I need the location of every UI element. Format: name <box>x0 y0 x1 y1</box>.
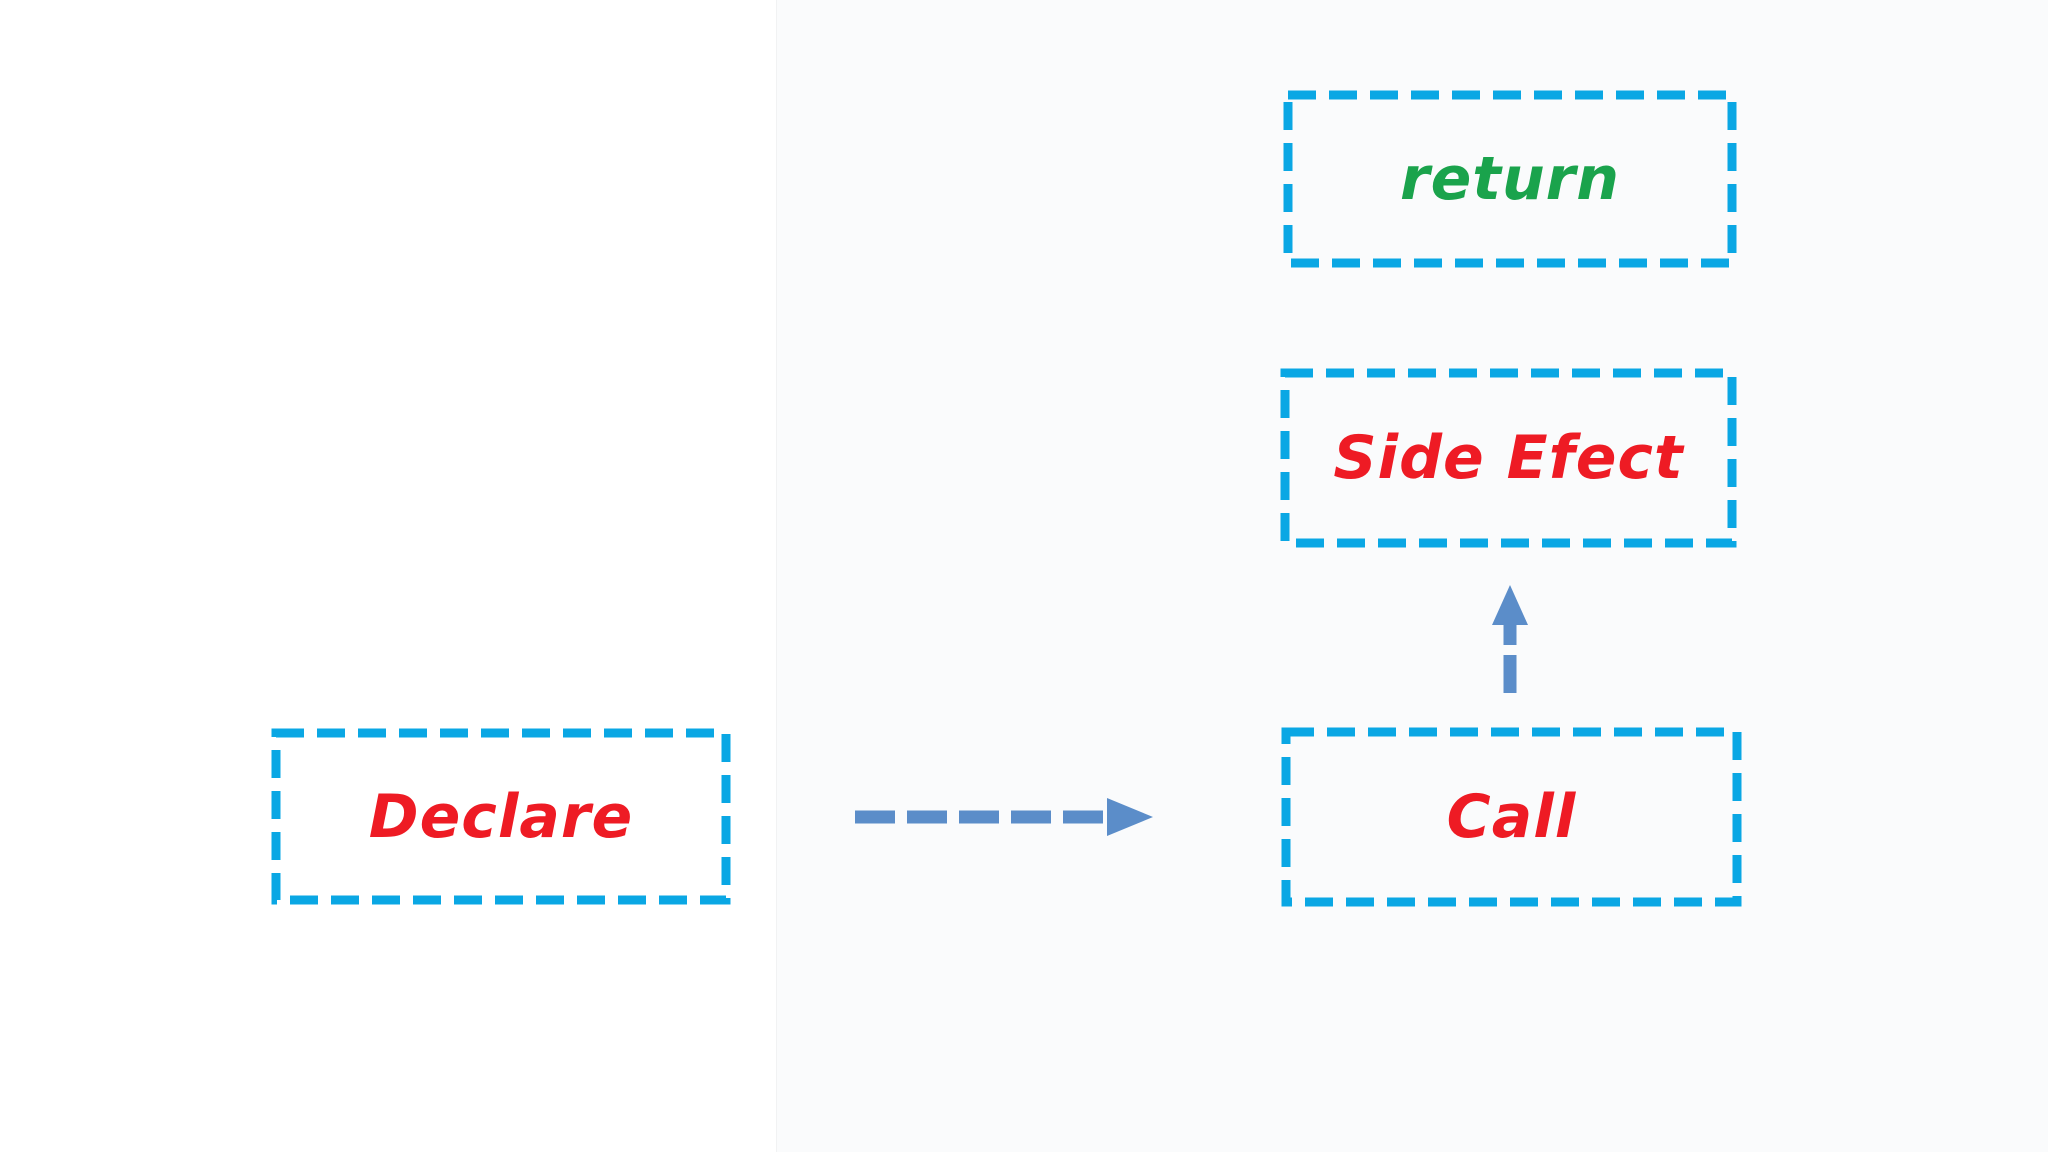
box-rect <box>271 728 731 905</box>
node-return: return <box>1283 90 1737 268</box>
box-rect <box>1283 90 1737 268</box>
arrow-dash <box>1503 655 1517 693</box>
node-side-effect: Side Efect <box>1280 368 1737 548</box>
dashed-box-border <box>271 728 731 905</box>
arrow-dash <box>1063 810 1103 824</box>
background-panel <box>776 0 2048 1152</box>
dashed-box-border <box>1280 368 1737 548</box>
dashed-box-border <box>1281 727 1742 907</box>
node-declare-label: Declare <box>368 781 634 852</box>
arrow-dash <box>1011 810 1051 824</box>
arrow-shaft <box>1503 625 1517 645</box>
arrow-dash <box>959 810 999 824</box>
dashed-right-arrow-icon <box>855 798 1153 836</box>
node-return-label: return <box>1400 144 1620 214</box>
node-call-label: Call <box>1446 782 1577 852</box>
box-rect <box>1281 727 1742 907</box>
box-rect <box>1280 368 1737 548</box>
node-declare: Declare <box>271 728 731 905</box>
node-side-effect-label: Side Efect <box>1333 423 1684 493</box>
dashed-up-arrow-icon <box>1492 585 1528 693</box>
arrowhead-icon <box>1492 585 1528 625</box>
arrow-declare-to-call <box>855 795 1155 839</box>
arrow-dash <box>855 810 895 824</box>
node-call: Call <box>1281 727 1742 907</box>
arrow-dash <box>907 810 947 824</box>
arrow-call-to-side-effect <box>1488 583 1532 695</box>
arrowhead-icon <box>1107 798 1153 836</box>
dashed-box-border <box>1283 90 1737 268</box>
